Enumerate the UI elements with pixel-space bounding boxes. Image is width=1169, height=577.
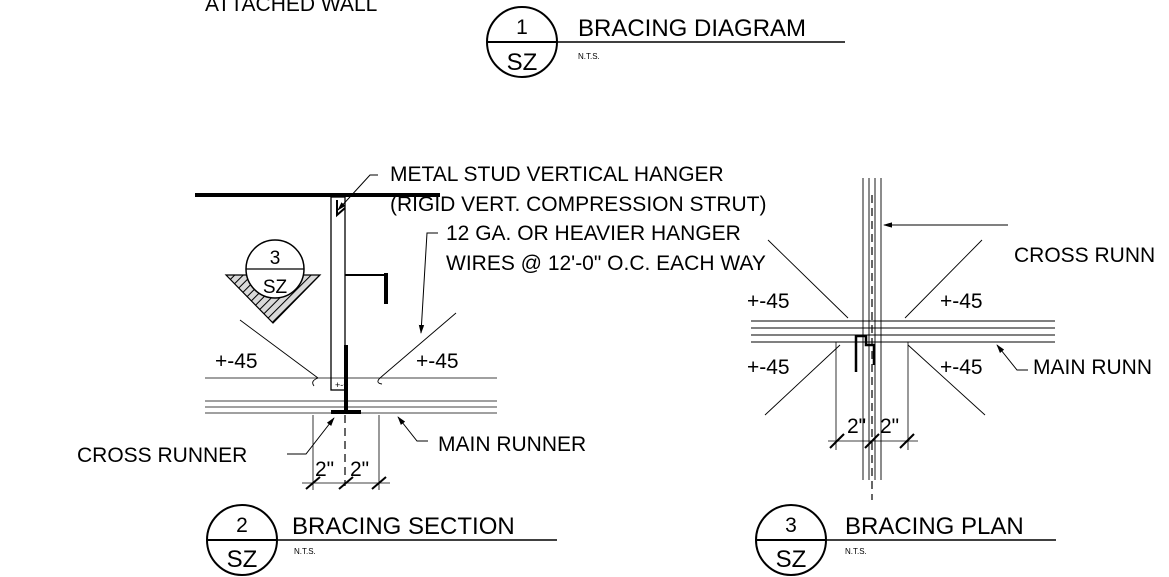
detail-2-title-text: BRACING SECTION	[292, 513, 515, 540]
detail-1-title-text: BRACING DIAGRAM	[578, 15, 806, 42]
plan-angle-tr: +-45	[940, 290, 983, 313]
detail-3-title-text: BRACING PLAN	[845, 513, 1024, 540]
detail-3-sheet: SZ	[776, 546, 807, 573]
detail-2-title: 2 SZ BRACING SECTION N.T.S.	[206, 504, 557, 576]
wires-callout-line1: 12 GA. OR HEAVIER HANGER	[446, 222, 741, 245]
section-dim-right: 2"	[350, 458, 369, 481]
detail-2-drawing: 3 SZ +-+ 2" 2"	[195, 174, 497, 490]
wires-callout-leader	[418, 232, 438, 334]
detail-3-scale: N.T.S.	[845, 547, 867, 556]
left-brace-wire	[239, 319, 319, 379]
detail-2-number: 2	[236, 514, 248, 537]
plan-cross-runner-label: CROSS RUNN	[1014, 244, 1155, 267]
detail-1-number: 1	[516, 16, 528, 39]
section-angle-left: +-45	[215, 350, 258, 373]
detail-2-sheet: SZ	[227, 546, 258, 573]
detail-3-title: 3 SZ BRACING PLAN N.T.S.	[755, 504, 1056, 576]
section-dim-left: 2"	[315, 458, 334, 481]
detail-2-scale: N.T.S.	[294, 547, 316, 556]
section-main-runner-label: MAIN RUNNER	[438, 433, 586, 456]
detail-1-scale: N.T.S.	[578, 52, 600, 61]
detail-1-sheet: SZ	[507, 49, 538, 76]
plan-dim-right: 2"	[880, 415, 899, 438]
section-cross-runner-label: CROSS RUNNER	[77, 444, 247, 467]
main-runner-leader	[397, 416, 428, 442]
hanger-callout-line1: METAL STUD VERTICAL HANGER	[390, 163, 724, 186]
wires-callout-line2: WIRES @ 12'-0" O.C. EACH WAY	[446, 252, 766, 275]
ref-bubble-sheet: SZ	[263, 277, 288, 298]
right-brace-wire	[379, 312, 457, 379]
detail-3-drawing	[751, 178, 1055, 500]
attached-wall-label: ATTACHED WALL	[205, 0, 377, 16]
plan-angle-br: +-45	[940, 356, 983, 379]
plan-angle-bl: +-45	[747, 356, 790, 379]
detail-3-number: 3	[785, 514, 797, 537]
detail-1-title: 1 SZ BRACING DIAGRAM N.T.S.	[486, 6, 845, 78]
section-angle-right: +-45	[416, 350, 459, 373]
plan-angle-tl: +-45	[747, 290, 790, 313]
hanger-callout-line2: (RIGID VERT. COMPRESSION STRUT)	[390, 193, 766, 216]
vertical-hanger	[330, 196, 346, 391]
cross-runner-leader	[287, 417, 335, 455]
hanger-callout-leader	[337, 174, 378, 211]
plan-main-runner-label: MAIN RUNN	[1033, 356, 1152, 379]
ref-bubble-number: 3	[270, 248, 281, 269]
svg-text:+-+: +-+	[335, 380, 349, 390]
plan-main-runner-leader	[996, 344, 1028, 371]
plan-dim-left: 2"	[847, 415, 866, 438]
